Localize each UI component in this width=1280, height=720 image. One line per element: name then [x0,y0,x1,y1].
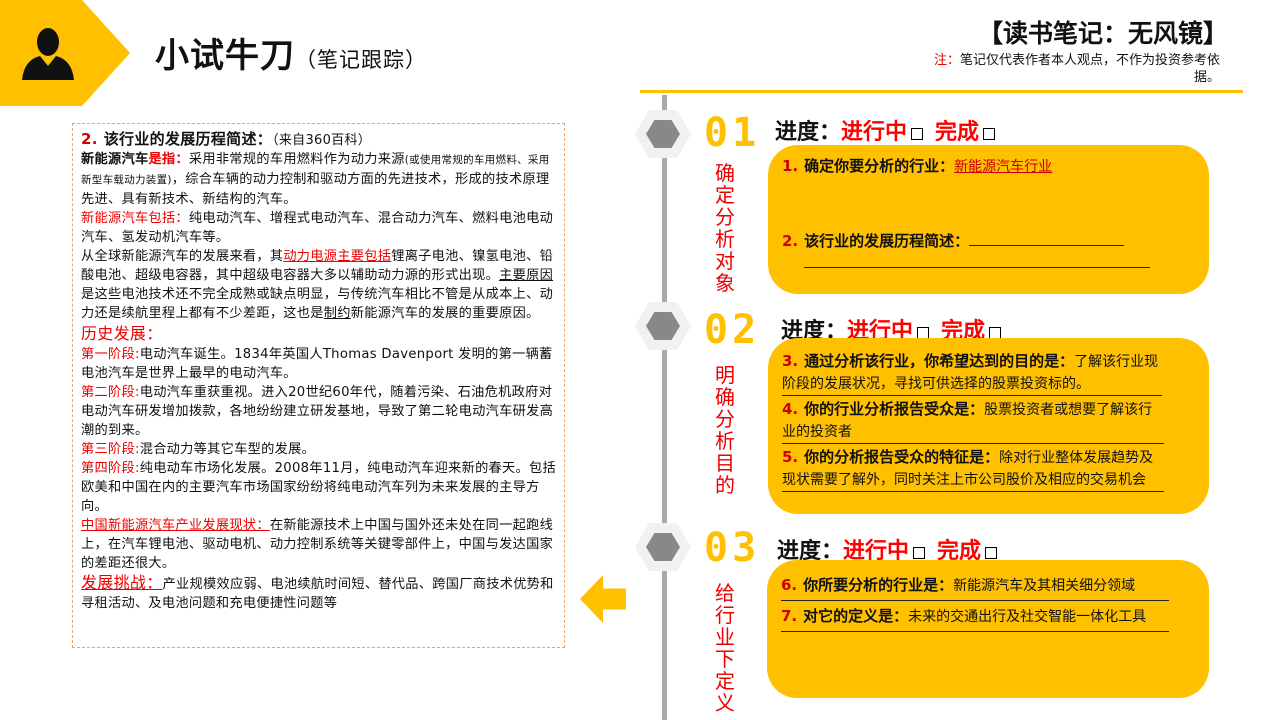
item-number: 6. [781,576,798,594]
item-question: 通过分析该行业，你希望达到的目的是： [804,352,1075,370]
title-subtitle: （笔记跟踪） [295,48,427,72]
section-number: 01 [704,110,761,156]
section-number: 02 [704,307,761,353]
china-text: 在新能源技术上中国与国外还未处在同一起跑线上，在汽车锂电池、驱动电机、动力控制系… [81,518,554,571]
history-title: 历史发展： [81,324,163,343]
header-badge [0,0,130,106]
def-text: 采用非常规的车用燃料作为动力来源 [188,152,405,167]
def-text2: ，综合车辆的动力控制和驱动方面的先进技术，形成的技术原理先进、具有新技术、新结构… [81,172,550,207]
item-question: 对它的定义是： [803,607,909,625]
progress-status: 进度：进行中 完成 [775,114,1007,146]
section-number: 03 [704,525,761,571]
done-checkbox[interactable] [983,128,996,140]
power-text2: 锂离子电池、镍氢电池、铅酸电池、超级电容器，其中超级电容器大多以辅助动力源的形式… [81,249,554,283]
done-checkbox[interactable] [985,547,998,559]
answer-blank-line[interactable] [804,267,1150,268]
arrow-left-icon [580,575,626,623]
item-question: 你的分析报告受众的特征是： [804,448,1000,466]
stage-label: 第三阶段: [81,442,140,457]
restrict-link: 制约 [323,306,351,321]
heading: 该行业的发展历程简述： [103,130,273,148]
note-label: 注： [933,53,960,68]
header-divider [640,90,1243,93]
user-avatar-icon [22,28,74,80]
in-progress-label: 进行中 [843,539,910,564]
heading-source: （来自360百科） [272,133,372,148]
in-progress-checkbox[interactable] [913,547,926,559]
timeline-line [662,95,667,720]
power-link: 动力电源主要包括 [283,249,392,264]
book-title: 【读书笔记：无风镜】 [977,19,1228,48]
def-label: 新能源汽车 [81,152,149,167]
stage-label: 第一阶段: [81,347,140,362]
done-label: 完成 [935,120,980,145]
progress-label: 进度： [775,120,842,145]
item-answer[interactable]: 新能源汽车行业 [954,159,1053,175]
stage-2: 第二阶段:电动汽车重获重视。进入20世纪60年代，随着污染、石油危机政府对电动汽… [81,383,556,440]
item-number: 4. [782,400,799,418]
challenge-text: 产业规模效应弱、电池续航时间短、替代品、跨国厂商技术优势和寻租活动、及电池问题和… [81,577,554,611]
note-text: 笔记仅代表作者本人观点，不作为投资参考依据。 [959,53,1220,85]
stage-text: 纯电动车市场化发展。2008年11月，纯电动汽车迎来新的春天。包括欧美和中国在内… [81,461,557,514]
def-label-b: 是指： [148,152,189,167]
item-question: 该行业的发展历程简述： [804,232,970,250]
item-answer[interactable]: 了解该行业现阶段的发展状况，寻找可供选择的股票投资标的。 [782,354,1159,392]
item-question: 你的行业分析报告受众是： [804,400,985,418]
stage-1: 第一阶段:电动汽车诞生。1834年英国人Thomas Davenport 发明的… [81,345,556,383]
stage-text: 电动汽车重获重视。进入20世纪60年代，随着污染、石油危机政府对电动汽车研发增加… [81,385,554,438]
item-answer[interactable]: 除对行业整体发展趋势及现状需要了解外，同时关注上市公司股价及相应的交易机会 [782,450,1154,488]
incl-text: 纯电动汽车、增程式电动汽车、混合动力汽车、燃料电池电动汽车、氢发动机汽车等。 [81,211,554,245]
section-side-label: 明确分析目的 [715,363,735,497]
reason-text: 是这些电池技术还不完全成熟或缺点明显，与传统汽车相比不管是从成本上、动力还是续航… [81,287,554,321]
china-label: 中国新能源汽车产业发展现状： [81,518,270,533]
item-answer[interactable]: 股票投资者或想要了解该行业的投资者 [782,402,1153,440]
section-card: 6. 你所要分析的行业是：新能源汽车及其相关细分领域 7. 对它的定义是：未来的交通… [767,560,1209,698]
item-number: 5. [782,448,799,466]
item-question: 你所要分析的行业是： [803,576,954,594]
item-number: 1. [782,157,799,175]
def-small: (或使用常规的车用燃料、采用新型车载动力装置) [81,154,550,186]
section-card: 1. 确定你要分析的行业：新能源汽车行业 2. 该行业的发展历程简述： [768,145,1209,294]
history-panel: 2. 该行业的发展历程简述：（来自360百科） 新能源汽车是指：采用非常规的车用燃… [72,123,565,648]
stage-label: 第四阶段: [81,461,140,476]
incl-label: 新能源汽车包括： [81,211,189,226]
item-number: 2. [782,232,799,250]
answer-blank[interactable] [969,232,1125,246]
item-answer[interactable]: 新能源汽车及其相关细分领域 [953,578,1136,594]
stage-label: 第二阶段: [81,385,140,400]
item-number: 7. [781,607,798,625]
progress-status: 进度：进行中 完成 [777,533,1009,565]
power-text: 从全球新能源汽车的发展来看，其 [81,249,284,264]
stage-3: 第三阶段:混合动力等其它车型的发展。 [81,440,556,459]
reason-link: 主要原因 [499,268,554,283]
progress-label: 进度： [777,539,844,564]
section-card: 3. 通过分析该行业，你希望达到的目的是：了解该行业现阶段的发展状况，寻找可供选择… [768,338,1209,514]
done-label: 完成 [937,539,982,564]
hexagon-icon [635,302,691,350]
disclaimer: 注：笔记仅代表作者本人观点，不作为投资参考依据。 [920,52,1220,86]
stage-4: 第四阶段:纯电动车市场化发展。2008年11月，纯电动汽车迎来新的春天。包括欧美… [81,459,556,516]
title-text: 小试牛刀 [155,36,295,76]
in-progress-label: 进行中 [841,120,908,145]
item-number: 3. [782,352,799,370]
stage-text: 混合动力等其它车型的发展。 [139,442,316,457]
in-progress-checkbox[interactable] [911,128,924,140]
challenge-label: 发展挑战： [81,573,163,592]
hexagon-icon [635,110,691,158]
section-side-label: 给行业下定义 [715,581,735,715]
heading-number: 2. [81,130,98,148]
item-answer[interactable]: 未来的交通出行及社交智能一体化工具 [908,609,1147,625]
section-side-label: 确定分析对象 [715,161,735,295]
page-title: 小试牛刀（笔记跟踪） [155,28,427,77]
restrict-text: 新能源汽车的发展的重要原因。 [350,306,540,321]
item-question: 确定你要分析的行业： [804,157,955,175]
stage-text: 电动汽车诞生。1834年英国人Thomas Davenport 发明的第一辆蓄电… [81,347,553,381]
hexagon-icon [635,523,691,571]
